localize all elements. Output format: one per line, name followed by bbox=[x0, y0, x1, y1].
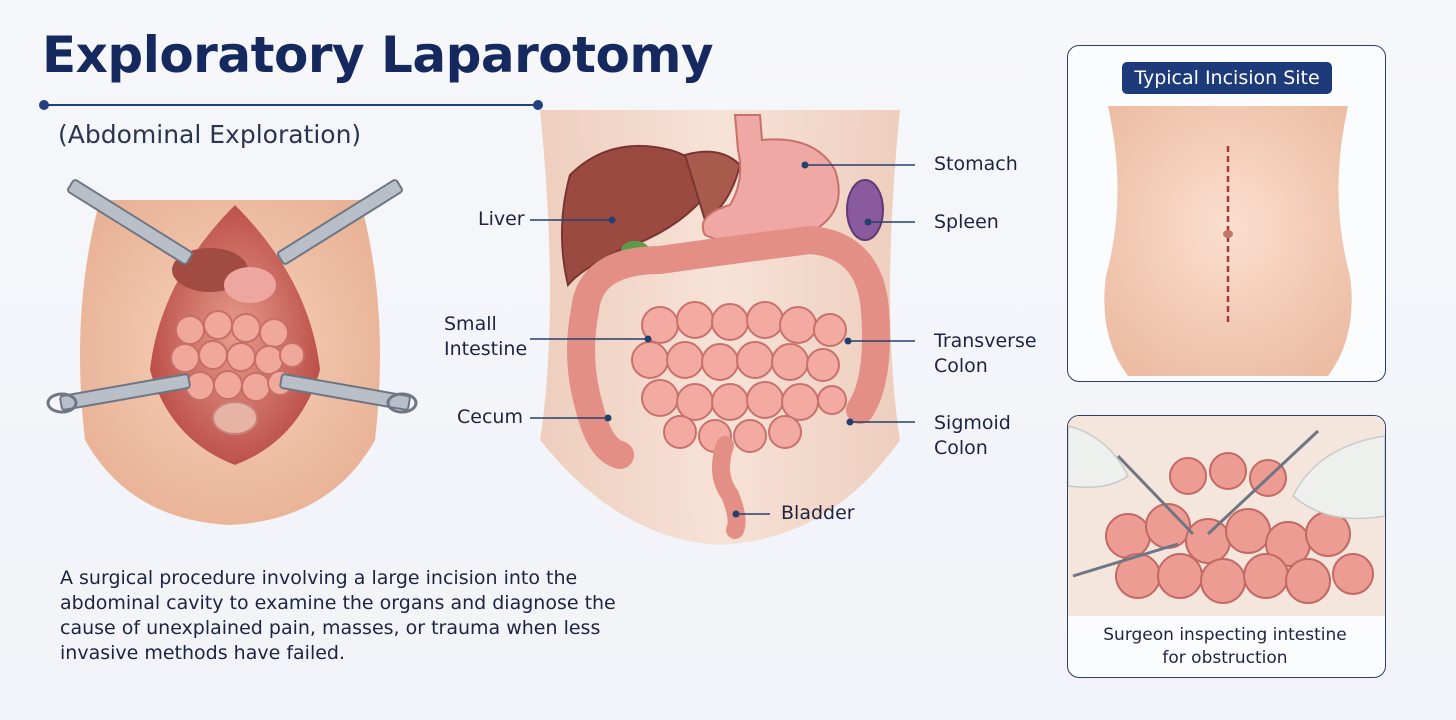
page-subtitle: (Abdominal Exploration) bbox=[58, 120, 362, 149]
label-transverse-colon-line2: Colon bbox=[934, 355, 988, 377]
page-title: Exploratory Laparotomy bbox=[42, 26, 714, 84]
label-cecum: Cecum bbox=[457, 406, 523, 428]
description-line: A surgical procedure involving a large i… bbox=[60, 567, 578, 589]
description-line: invasive methods have failed. bbox=[60, 642, 346, 664]
label-sigmoid-colon: Sigmoid Colon bbox=[934, 411, 1011, 461]
label-sigmoid-colon-line1: Sigmoid bbox=[934, 412, 1011, 434]
label-transverse-colon-line1: Transverse bbox=[934, 330, 1037, 352]
inspection-caption: Surgeon inspecting intestine for obstruc… bbox=[1080, 624, 1370, 670]
label-spleen: Spleen bbox=[934, 211, 999, 233]
label-stomach: Stomach bbox=[934, 153, 1018, 175]
inspection-caption-line1: Surgeon inspecting intestine bbox=[1103, 625, 1347, 645]
incision-site-panel bbox=[1067, 45, 1386, 382]
abdominal-anatomy-illustration bbox=[530, 110, 915, 545]
incision-torso-illustration bbox=[1104, 106, 1352, 376]
inspection-caption-line2: for obstruction bbox=[1162, 648, 1288, 668]
surgical-field-illustration bbox=[46, 179, 418, 525]
description-line: cause of unexplained pain, masses, or tr… bbox=[60, 617, 601, 639]
label-small-intestine-line2: Intestine bbox=[444, 338, 528, 360]
incision-site-badge: Typical Incision Site bbox=[1122, 62, 1332, 94]
label-small-intestine-line1: Small bbox=[444, 313, 497, 335]
divider-left-dot bbox=[39, 100, 49, 110]
description-line: abdominal cavity to examine the organs a… bbox=[60, 592, 616, 614]
label-small-intestine: Small Intestine bbox=[444, 312, 527, 362]
label-sigmoid-colon-line2: Colon bbox=[934, 437, 988, 459]
divider-right-dot bbox=[533, 100, 543, 110]
title-divider bbox=[44, 104, 538, 106]
intestine-inspection-panel bbox=[1067, 415, 1386, 678]
label-liver: Liver bbox=[478, 208, 525, 230]
surgeon-inspection-illustration bbox=[1068, 416, 1385, 616]
label-transverse-colon: Transverse Colon bbox=[934, 329, 1037, 379]
procedure-description: A surgical procedure involving a large i… bbox=[60, 566, 680, 666]
label-bladder: Bladder bbox=[781, 502, 855, 524]
